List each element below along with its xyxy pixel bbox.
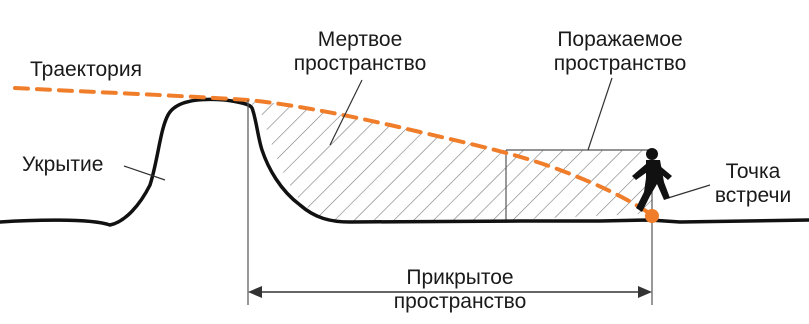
dead-space-leader	[329, 79, 363, 146]
dead-space-label: Мертвое пространство	[270, 28, 450, 76]
covered-space-label: Прикрытое пространство	[360, 266, 560, 314]
cover-leader	[123, 165, 166, 181]
dead-space-label-line2: пространство	[293, 52, 427, 75]
meeting-point-label: Точка встречи	[698, 160, 808, 208]
meeting-point-label-line2: встречи	[714, 184, 792, 207]
covered-space-label-line1: Прикрытое	[406, 266, 514, 289]
running-soldier-icon	[632, 148, 672, 212]
covered-space-label-line2: пространство	[393, 290, 527, 313]
hit-space-region	[506, 150, 652, 220]
dead-space-label-line1: Мертвое	[317, 28, 403, 51]
dead-space-region	[248, 100, 506, 222]
hit-space-leader	[587, 77, 613, 151]
meeting-point-marker	[645, 209, 659, 223]
meeting-point-leader	[667, 184, 711, 199]
trajectory-line	[13, 86, 654, 217]
cover-label: Укрытие	[22, 153, 104, 176]
meeting-point-label-line1: Точка	[725, 160, 781, 183]
hit-space-label: Поражаемое пространство	[530, 28, 710, 76]
hit-space-label-line2: пространство	[553, 52, 687, 75]
hit-space-label-line1: Поражаемое	[557, 28, 683, 51]
covered-space-arrow	[248, 286, 652, 298]
trajectory-label: Траектория	[30, 58, 142, 81]
